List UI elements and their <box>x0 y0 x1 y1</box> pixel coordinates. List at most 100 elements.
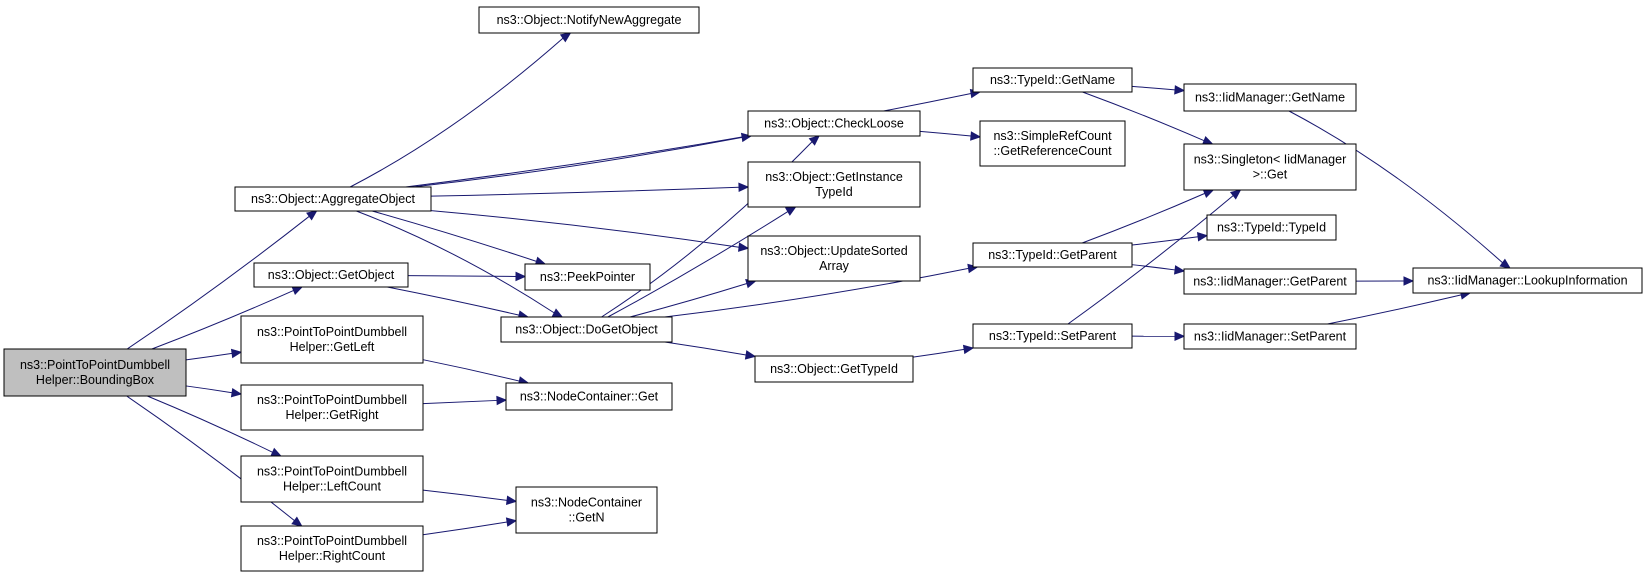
node-box <box>240 315 424 364</box>
node-aggregate[interactable]: ns3::Object::AggregateObject <box>234 186 432 212</box>
node-label: ns3::TypeId::SetParent <box>989 329 1117 343</box>
call-edges <box>126 32 1511 536</box>
node-peek[interactable]: ns3::PeekPointer <box>524 263 651 291</box>
node-label: ns3::Object::NotifyNewAggregate <box>497 13 682 27</box>
node-box <box>747 235 921 282</box>
call-edge-bbox-to-getright <box>185 385 243 398</box>
node-label: ns3::IidManager::SetParent <box>1194 330 1347 344</box>
node-gettypeid[interactable]: ns3::Object::GetTypeId <box>754 355 914 383</box>
node-box <box>972 242 1133 268</box>
call-edge-rightcount-to-nc_getn <box>422 517 518 536</box>
node-box <box>1412 267 1643 294</box>
call-edge-iid_setparent-to-lookup <box>1327 290 1472 325</box>
node-label: ns3::PointToPointDumbbell <box>257 534 407 548</box>
node-label: ns3::IidManager::GetParent <box>1193 275 1347 289</box>
node-label: ns3::IidManager::GetName <box>1195 91 1345 105</box>
call-edge-tid_getparent-to-tid_typeid <box>1131 232 1209 246</box>
node-label: ns3::SimpleRefCount <box>993 129 1112 143</box>
call-edge-iid_getparent-to-lookup <box>1355 276 1415 286</box>
node-dogetobject[interactable]: ns3::Object::DoGetObject <box>500 316 673 343</box>
node-label: >::Get <box>1253 168 1288 182</box>
call-edge-tid_setparent-to-singleton <box>1067 189 1242 325</box>
call-edge-tid_getname-to-iid_getname <box>1131 85 1186 95</box>
node-box <box>240 455 424 503</box>
node-box <box>240 525 424 572</box>
node-box <box>500 316 673 343</box>
node-label: ns3::PointToPointDumbbell <box>257 465 407 479</box>
node-label: ns3::PointToPointDumbbell <box>257 325 407 339</box>
node-label: Helper::GetRight <box>285 408 379 422</box>
node-iid-setparent[interactable]: ns3::IidManager::SetParent <box>1183 323 1357 350</box>
call-edge-tid_getparent-to-singleton <box>1081 189 1215 244</box>
node-bbox: ns3::PointToPointDumbbellHelper::Boundin… <box>3 348 187 397</box>
node-box <box>979 120 1126 167</box>
node-label: Helper::RightCount <box>279 549 386 563</box>
node-label: ns3::PointToPointDumbbell <box>257 393 407 407</box>
node-box <box>747 110 921 137</box>
node-box <box>505 382 673 411</box>
node-tid-setparent[interactable]: ns3::TypeId::SetParent <box>972 323 1133 349</box>
node-tid-typeid[interactable]: ns3::TypeId::TypeId <box>1206 214 1337 241</box>
call-edge-checkloose-to-refcount <box>919 130 982 141</box>
node-label: Helper::GetLeft <box>290 340 375 354</box>
node-lookup[interactable]: ns3::IidManager::LookupInformation <box>1412 267 1643 294</box>
node-checkloose[interactable]: ns3::Object::CheckLoose <box>747 110 921 137</box>
node-singleton[interactable]: ns3::Singleton< IidManager>::Get <box>1183 143 1357 191</box>
node-iid-getparent[interactable]: ns3::IidManager::GetParent <box>1183 268 1357 295</box>
call-edge-getright-to-nc_get <box>422 395 508 406</box>
call-edge-tid_getparent-to-iid_getparent <box>1131 264 1186 275</box>
node-nc-get[interactable]: ns3::NodeContainer::Get <box>505 382 673 411</box>
node-leftcount[interactable]: ns3::PointToPointDumbbellHelper::LeftCou… <box>240 455 424 503</box>
node-box <box>240 384 424 431</box>
node-box <box>524 263 651 291</box>
call-edge-aggregate-to-updatesorted <box>430 210 750 252</box>
node-label: ns3::TypeId::TypeId <box>1217 221 1326 235</box>
call-edge-leftcount-to-nc_getn <box>422 489 518 505</box>
node-tid-getname[interactable]: ns3::TypeId::GetName <box>972 67 1133 93</box>
node-label: ns3::Object::CheckLoose <box>764 117 904 131</box>
call-edge-aggregate-to-getinstance <box>430 182 750 197</box>
node-notify[interactable]: ns3::Object::NotifyNewAggregate <box>478 6 700 34</box>
node-label: ns3::Object::GetInstance <box>765 170 903 184</box>
call-edge-iid_getname-to-lookup <box>1288 110 1511 269</box>
node-label: ns3::NodeContainer <box>531 496 642 510</box>
node-nc-getn[interactable]: ns3::NodeContainer::GetN <box>515 486 658 534</box>
node-label: ns3::TypeId::GetName <box>990 73 1115 87</box>
node-label: Helper::LeftCount <box>283 480 382 494</box>
call-edge-getobject-to-peek <box>407 271 527 282</box>
call-edge-dogetobject-to-gettypeid <box>664 341 757 360</box>
node-label: ns3::Object::DoGetObject <box>515 323 658 337</box>
node-iid-getname[interactable]: ns3::IidManager::GetName <box>1183 83 1357 112</box>
call-edge-aggregate-to-checkloose <box>412 132 753 188</box>
node-label: ns3::Object::GetObject <box>268 268 395 282</box>
node-getobject[interactable]: ns3::Object::GetObject <box>253 262 409 288</box>
node-box <box>3 348 187 397</box>
node-box <box>747 161 921 208</box>
node-box <box>972 67 1133 93</box>
node-tid-getparent[interactable]: ns3::TypeId::GetParent <box>972 242 1133 268</box>
node-rightcount[interactable]: ns3::PointToPointDumbbellHelper::RightCo… <box>240 525 424 572</box>
node-refcount[interactable]: ns3::SimpleRefCount::GetReferenceCount <box>979 120 1126 167</box>
node-box <box>1206 214 1337 241</box>
call-edge-getobject-to-dogetobject <box>387 286 530 320</box>
node-label: TypeId <box>815 185 853 199</box>
node-label: ns3::PeekPointer <box>540 270 635 284</box>
node-label: ns3::NodeContainer::Get <box>520 390 659 404</box>
node-box <box>1183 143 1357 191</box>
node-label: ::GetN <box>568 511 604 525</box>
node-label: ns3::IidManager::LookupInformation <box>1427 274 1627 288</box>
node-label: ns3::Object::AggregateObject <box>251 192 416 206</box>
node-box <box>1183 268 1357 295</box>
node-box <box>515 486 658 534</box>
node-getright[interactable]: ns3::PointToPointDumbbellHelper::GetRigh… <box>240 384 424 431</box>
node-box <box>1183 323 1357 350</box>
node-label: ns3::TypeId::GetParent <box>988 248 1117 262</box>
call-edge-tid_setparent-to-iid_setparent <box>1131 331 1186 342</box>
node-label: Array <box>819 259 850 273</box>
node-box <box>754 355 914 383</box>
node-box <box>972 323 1133 349</box>
call-edge-aggregate-to-notify <box>349 32 572 188</box>
